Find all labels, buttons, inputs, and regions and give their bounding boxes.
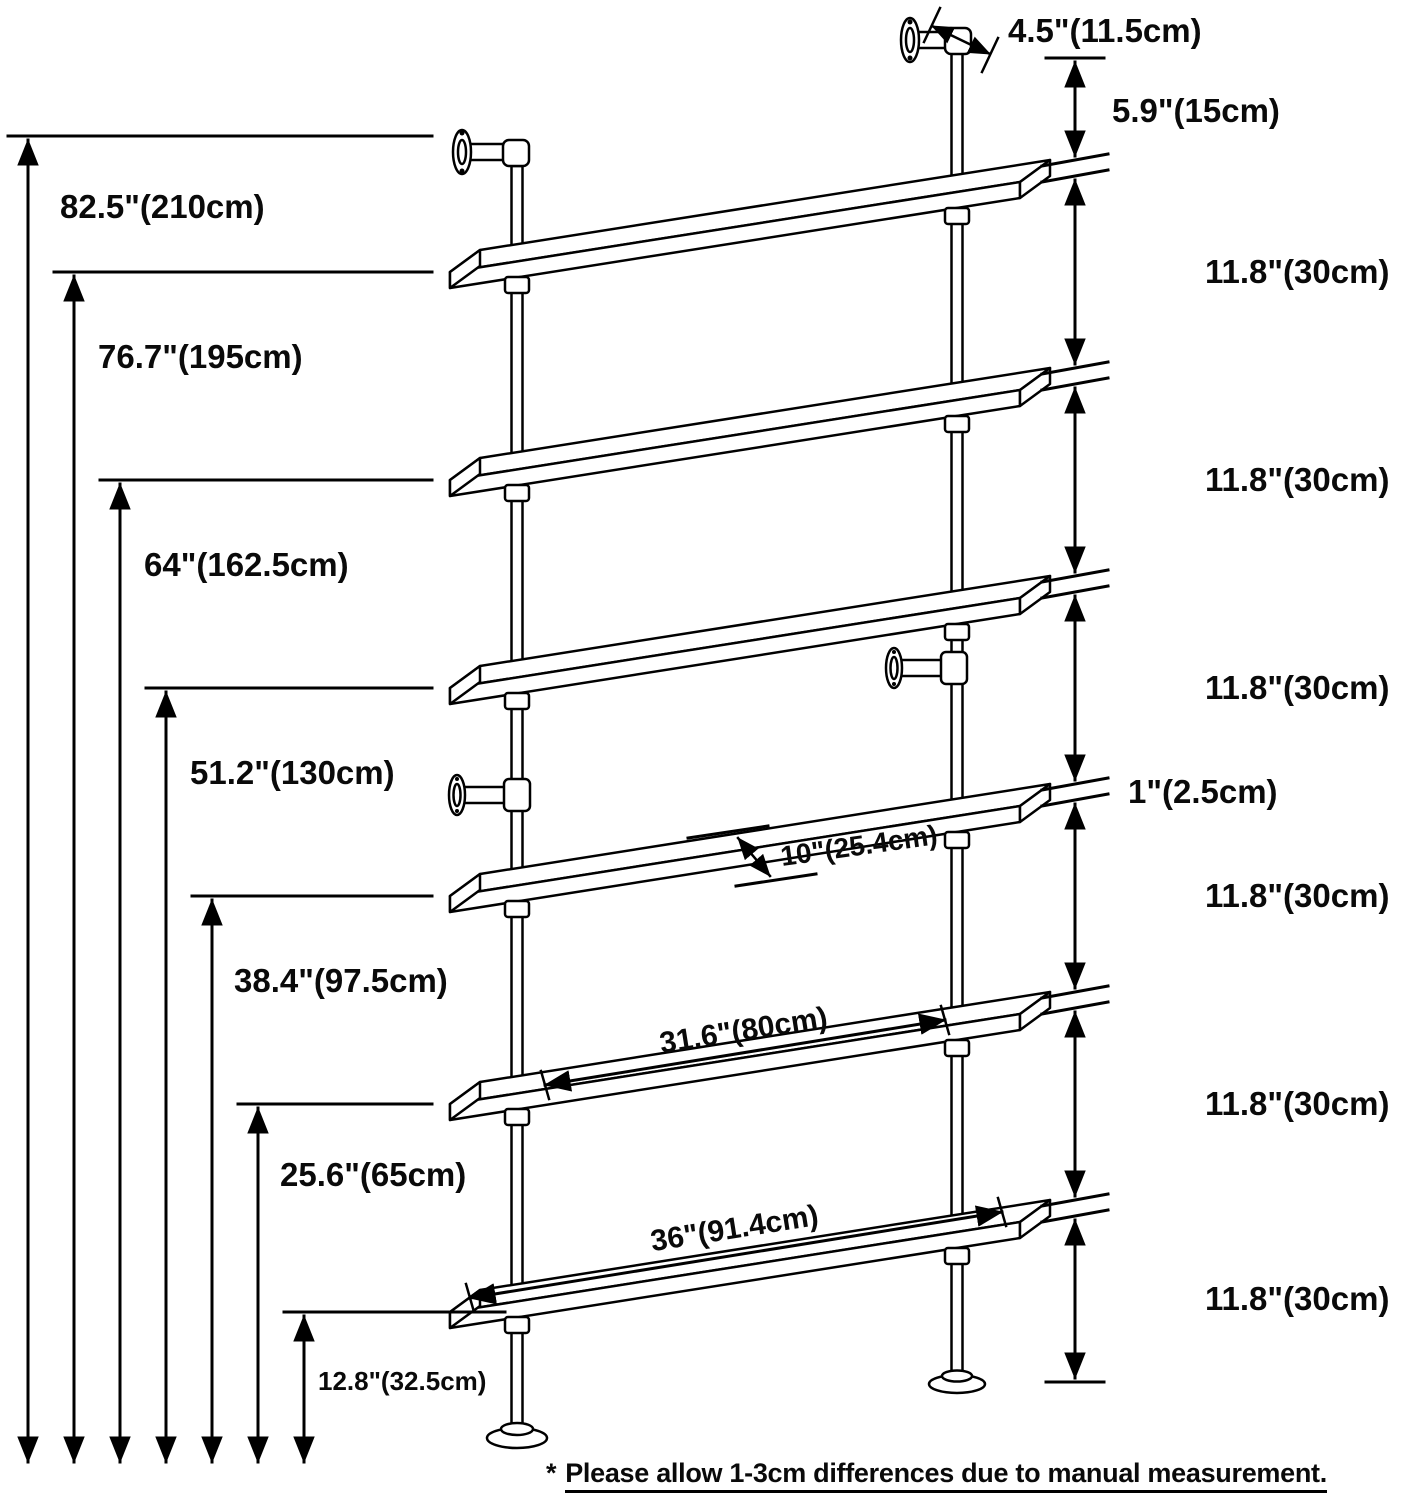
footnote-text: Please allow 1-3cm differences due to ma… bbox=[565, 1458, 1327, 1493]
shelf-depth-dimension bbox=[686, 824, 818, 888]
label-spacing-4: 11.8"(30cm) bbox=[1205, 877, 1389, 914]
flange-bolt bbox=[892, 682, 896, 686]
wall-bracket-mid-right bbox=[884, 646, 969, 690]
outer-width-dimension bbox=[464, 1196, 1008, 1314]
label-height-82-5: 82.5"(210cm) bbox=[60, 188, 265, 225]
label-height-64: 64"(162.5cm) bbox=[144, 546, 349, 583]
pipe-tee-icon bbox=[502, 777, 532, 813]
label-height-38-4: 38.4"(97.5cm) bbox=[234, 962, 448, 999]
wall-flange-hub bbox=[904, 26, 916, 54]
pipe-elbow-icon bbox=[943, 26, 973, 56]
wall-flange-hub bbox=[889, 655, 899, 681]
dimension-25-6 bbox=[236, 1102, 434, 1464]
floor-flange-left bbox=[485, 1421, 549, 1450]
back-pipe bbox=[950, 50, 964, 1378]
dimension-82-5 bbox=[6, 134, 434, 1464]
label-spacing-3: 11.8"(30cm) bbox=[1205, 669, 1389, 706]
flange-bolt bbox=[907, 19, 913, 25]
dimension-64 bbox=[98, 478, 434, 1464]
wall-flange-hub bbox=[456, 138, 468, 166]
floor-flange-hub bbox=[940, 1369, 974, 1383]
wall-bracket-mid-left bbox=[447, 773, 532, 817]
label-height-76-7: 76.7"(195cm) bbox=[98, 338, 303, 375]
bracket-pipe bbox=[899, 658, 945, 678]
label-height-51-2: 51.2"(130cm) bbox=[190, 754, 395, 791]
label-spacing-1: 11.8"(30cm) bbox=[1205, 253, 1389, 290]
label-thickness: 1"(2.5cm) bbox=[1128, 773, 1278, 810]
floor-flange-hub bbox=[499, 1421, 535, 1437]
bracket-pipe bbox=[915, 30, 949, 50]
wall-bracket-top-left bbox=[451, 128, 531, 176]
flange-bolt bbox=[455, 809, 459, 813]
flange-bolt bbox=[892, 650, 896, 654]
dimension-12-8 bbox=[282, 1310, 507, 1464]
left-dimension-arrows bbox=[6, 134, 507, 1464]
flange-bolt bbox=[459, 168, 465, 174]
inner-width-dimension bbox=[539, 1004, 951, 1101]
flange-bolt bbox=[907, 55, 913, 61]
wall-flange-hub bbox=[452, 782, 462, 808]
label-spacing-5: 11.8"(30cm) bbox=[1205, 1085, 1389, 1122]
label-spacing-2: 11.8"(30cm) bbox=[1205, 461, 1389, 498]
flange-bolt bbox=[459, 130, 465, 136]
label-height-25-6: 25.6"(65cm) bbox=[280, 1156, 466, 1193]
dimension-51-2 bbox=[144, 686, 434, 1464]
label-wall-offset: 4.5"(11.5cm) bbox=[1008, 12, 1202, 49]
dimension-38-4 bbox=[190, 894, 434, 1464]
flange-bolt bbox=[455, 777, 459, 781]
footnote: * Please allow 1-3cm differences due to m… bbox=[546, 1458, 1327, 1493]
footnote-asterisk: * bbox=[546, 1458, 557, 1488]
label-height-12-8: 12.8"(32.5cm) bbox=[318, 1366, 486, 1396]
label-top-gap: 5.9"(15cm) bbox=[1112, 92, 1280, 129]
label-spacing-6: 11.8"(30cm) bbox=[1205, 1280, 1389, 1317]
right-dimension-chain bbox=[1040, 56, 1110, 1384]
floor-flange-right bbox=[927, 1369, 987, 1395]
pipe-tee-icon bbox=[939, 650, 969, 686]
dimension-76-7 bbox=[52, 270, 434, 1464]
pipe-elbow-icon bbox=[501, 138, 531, 168]
bracket-pipe bbox=[462, 785, 508, 805]
bracket-pipe bbox=[467, 142, 507, 162]
wall-offset-dimension bbox=[922, 6, 1000, 74]
